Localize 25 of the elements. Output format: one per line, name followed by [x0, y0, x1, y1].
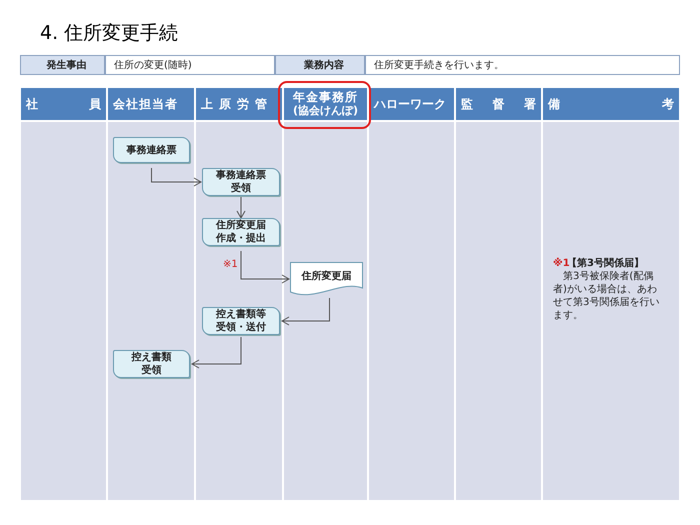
process-box: 事務連絡票受領 — [202, 168, 280, 196]
table-cell: 住所の変更(随時) — [105, 55, 275, 75]
column-header: 上原労管 — [196, 88, 282, 120]
process-box: 控え書類受領 — [113, 350, 190, 378]
arrow — [282, 298, 330, 326]
column-header: 年金事務所 (協会けんぽ) — [284, 88, 367, 120]
arrow — [192, 336, 242, 368]
process-box: 住所変更届作成・提出 — [202, 218, 280, 246]
arrow — [240, 250, 290, 284]
column-header: 備考 — [543, 88, 679, 120]
column-header: 会社担当者 — [108, 88, 194, 120]
edge-label: ※1 — [223, 259, 238, 270]
process-box: 事務連絡票 — [113, 137, 190, 163]
column-header: ハローワーク — [369, 88, 454, 120]
page-title: 4. 住所変更手続 — [40, 21, 178, 46]
footnote-mark: ※1 — [553, 257, 570, 270]
table-cell: 業務内容 — [275, 55, 365, 75]
note-text: 第3号被保険者(配偶者)がいる場合は、あわせて第3号関係届を行います。 — [553, 270, 660, 322]
table-cell: 住所変更手続きを行います。 — [365, 55, 680, 75]
process-box: 控え書類等受領・送付 — [202, 307, 280, 335]
table-cell: 発生事由 — [20, 55, 105, 75]
arrow — [236, 196, 246, 218]
column-header: 社員 — [21, 88, 106, 120]
column-header: 監督署 — [456, 88, 541, 120]
arrow — [151, 168, 202, 186]
